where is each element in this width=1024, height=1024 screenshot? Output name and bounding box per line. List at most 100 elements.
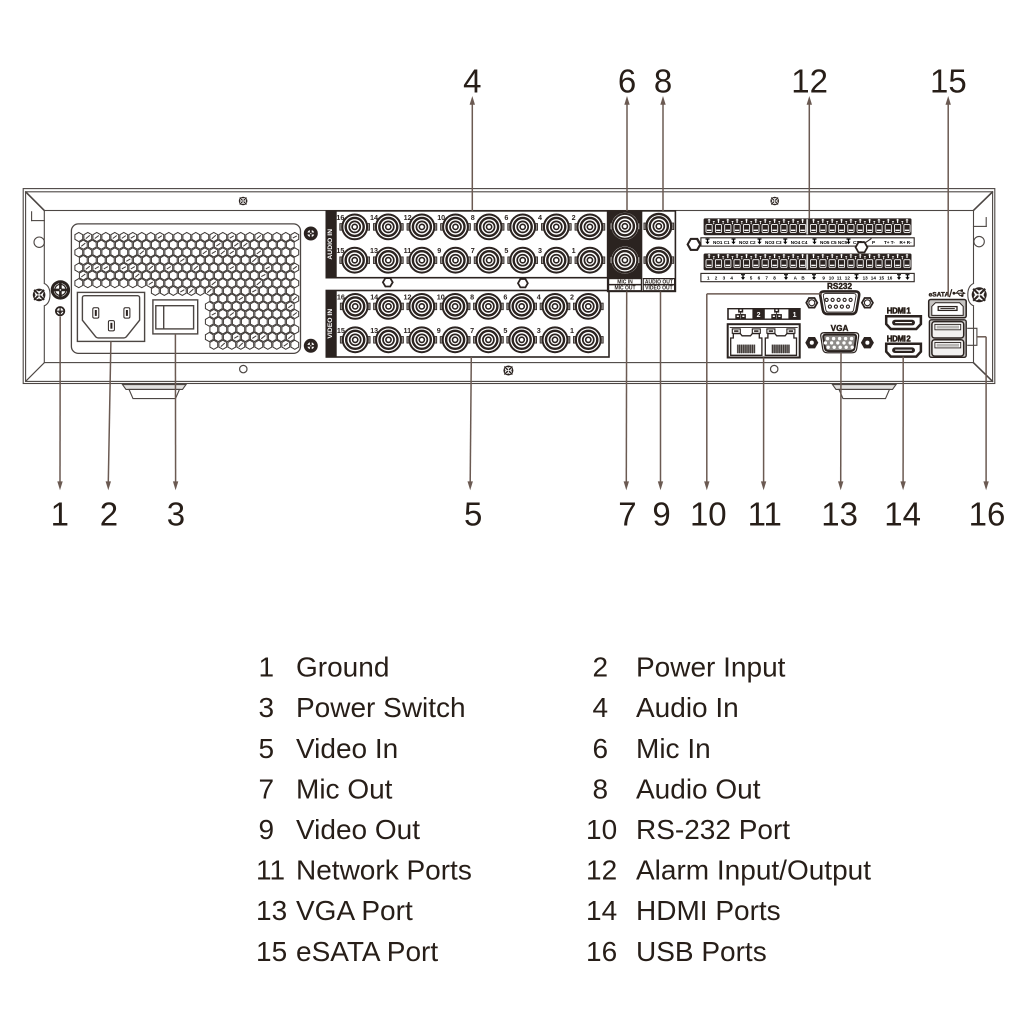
svg-text:9: 9 [437,326,441,335]
svg-text:13: 13 [370,326,378,335]
svg-text:8: 8 [773,276,776,281]
svg-text:NO4 C4: NO4 C4 [791,240,808,245]
svg-text:3: 3 [259,692,275,723]
svg-text:10: 10 [586,814,617,845]
svg-text:4: 4 [538,213,542,222]
svg-text:4: 4 [593,692,609,723]
svg-text:eSATA Port: eSATA Port [296,936,438,967]
svg-text:14: 14 [871,276,877,281]
svg-text:12: 12 [586,855,617,886]
svg-text:Audio Out: Audio Out [636,773,761,804]
svg-text:NO1 C1: NO1 C1 [713,240,730,245]
svg-text:9: 9 [437,246,441,255]
svg-text:Alarm Input/Output: Alarm Input/Output [636,855,871,886]
svg-text:13: 13 [863,276,869,281]
svg-text:15: 15 [930,63,967,100]
svg-text:7: 7 [618,496,636,533]
svg-text:3: 3 [723,276,726,281]
svg-text:USB Ports: USB Ports [636,936,767,967]
svg-text:NO5 C5 NC5: NO5 C5 NC5 [820,240,848,245]
svg-text:7: 7 [765,276,768,281]
svg-text:12: 12 [845,276,851,281]
svg-text:15: 15 [256,936,287,967]
svg-text:7: 7 [470,326,474,335]
svg-text:AUDIO OUT: AUDIO OUT [645,279,673,285]
svg-text:Network Ports: Network Ports [296,855,472,886]
svg-text:6: 6 [593,733,609,764]
svg-text:10: 10 [437,292,445,301]
svg-text:4: 4 [537,292,541,301]
svg-text:1: 1 [793,312,797,319]
svg-text:3: 3 [537,326,541,335]
svg-text:6: 6 [503,292,507,301]
svg-text:12: 12 [404,292,412,301]
svg-text:2: 2 [570,292,574,301]
svg-text:VGA Port: VGA Port [296,895,413,926]
svg-text:eSATA: eSATA [929,291,950,298]
svg-text:16: 16 [586,936,617,967]
svg-text:Video In: Video In [296,733,398,764]
svg-text:13: 13 [370,246,378,255]
svg-text:11: 11 [404,246,412,255]
svg-text:VIDEO IN: VIDEO IN [327,309,334,339]
svg-text:13: 13 [256,895,287,926]
svg-text:A: A [794,276,798,281]
svg-text:Ground: Ground [296,652,389,683]
svg-text:NO2 C2: NO2 C2 [739,240,756,245]
svg-text:14: 14 [586,895,617,926]
svg-text:2: 2 [593,652,609,683]
svg-text:MIC IN: MIC IN [617,279,633,285]
svg-text:3: 3 [167,496,185,533]
svg-text:RS232: RS232 [827,282,852,291]
svg-text:15: 15 [336,246,344,255]
svg-text:8: 8 [593,773,609,804]
svg-text:15: 15 [337,326,345,335]
svg-text:1: 1 [570,326,574,335]
svg-text:RS-232 Port: RS-232 Port [636,814,790,845]
svg-text:13: 13 [821,496,858,533]
svg-text:3: 3 [538,246,542,255]
svg-text:AUDIO IN: AUDIO IN [327,229,334,260]
svg-text:12: 12 [791,63,828,100]
svg-text:VIDEO OUT: VIDEO OUT [645,286,673,292]
svg-text:2: 2 [572,213,576,222]
svg-text:15: 15 [879,276,885,281]
svg-text:4: 4 [730,276,733,281]
svg-text:1: 1 [572,246,576,255]
svg-text:9: 9 [822,276,825,281]
svg-text:Video Out: Video Out [296,814,420,845]
svg-text:14: 14 [370,213,378,222]
svg-text:8: 8 [470,292,474,301]
svg-text:5: 5 [464,496,482,533]
svg-text:P: P [872,240,875,245]
svg-text:B: B [801,276,805,281]
svg-text:12: 12 [404,213,412,222]
svg-text:1: 1 [707,276,710,281]
svg-text:5: 5 [503,326,507,335]
svg-text:5: 5 [504,246,508,255]
svg-text:11: 11 [748,496,782,533]
svg-text:8: 8 [654,63,672,100]
svg-text:7: 7 [259,773,275,804]
svg-text:HDMI Ports: HDMI Ports [636,895,781,926]
svg-text:Mic Out: Mic Out [296,773,393,804]
svg-text:2: 2 [715,276,718,281]
svg-text:4: 4 [463,63,481,100]
svg-text:16: 16 [969,496,1006,533]
svg-text:10: 10 [437,213,445,222]
svg-text:16: 16 [336,213,344,222]
svg-text:T+ T-: T+ T- [884,240,895,245]
svg-text:16: 16 [887,276,893,281]
svg-text:5: 5 [750,276,753,281]
svg-text:16: 16 [337,292,345,301]
svg-text:2: 2 [100,496,118,533]
svg-text:9: 9 [259,814,275,845]
svg-text:5: 5 [259,733,275,764]
svg-text:11: 11 [837,276,842,281]
svg-text:14: 14 [884,496,921,533]
svg-text:10: 10 [690,496,727,533]
svg-text:HDMI2: HDMI2 [887,335,912,344]
svg-text:Power Input: Power Input [636,652,786,683]
svg-text:1: 1 [259,652,275,683]
svg-text:VGA: VGA [831,324,849,333]
